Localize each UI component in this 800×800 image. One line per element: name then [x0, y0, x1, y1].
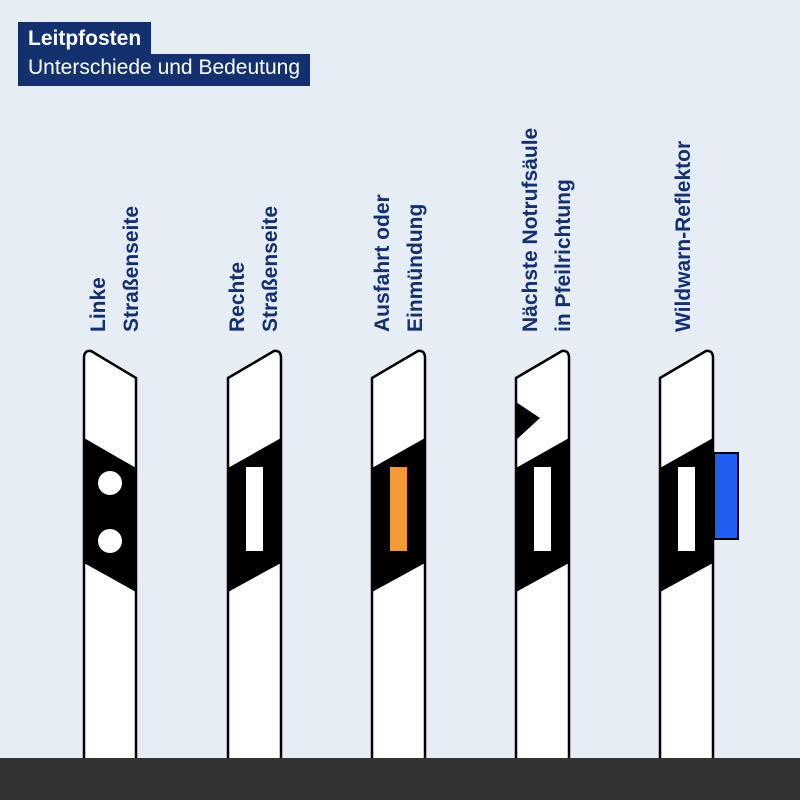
post-wildwarn-reflektor: [658, 349, 739, 764]
reflector-bar: [678, 467, 695, 551]
reflector-dot-bottom: [98, 529, 122, 553]
post-linke-strassenseite: [82, 349, 138, 764]
title-block: Leitpfosten Unterschiede und Bedeutung: [18, 22, 311, 86]
reflector-dot-top: [98, 471, 122, 495]
blue-wildlife-reflector: [713, 452, 739, 540]
orange-reflector-bar: [390, 467, 407, 551]
arrow-marker: [516, 402, 540, 440]
reflector-bar: [534, 467, 551, 551]
post-ausfahrt-einmuendung: [370, 349, 427, 764]
page-subtitle: Unterschiede und Bedeutung: [18, 54, 311, 86]
black-band: [84, 438, 136, 592]
page-title: Leitpfosten: [18, 22, 152, 54]
reflector-bar: [246, 467, 263, 551]
ground-strip: [0, 758, 800, 800]
post-rechte-strassenseite: [226, 349, 283, 764]
post-notrufsaeule: [514, 349, 571, 764]
